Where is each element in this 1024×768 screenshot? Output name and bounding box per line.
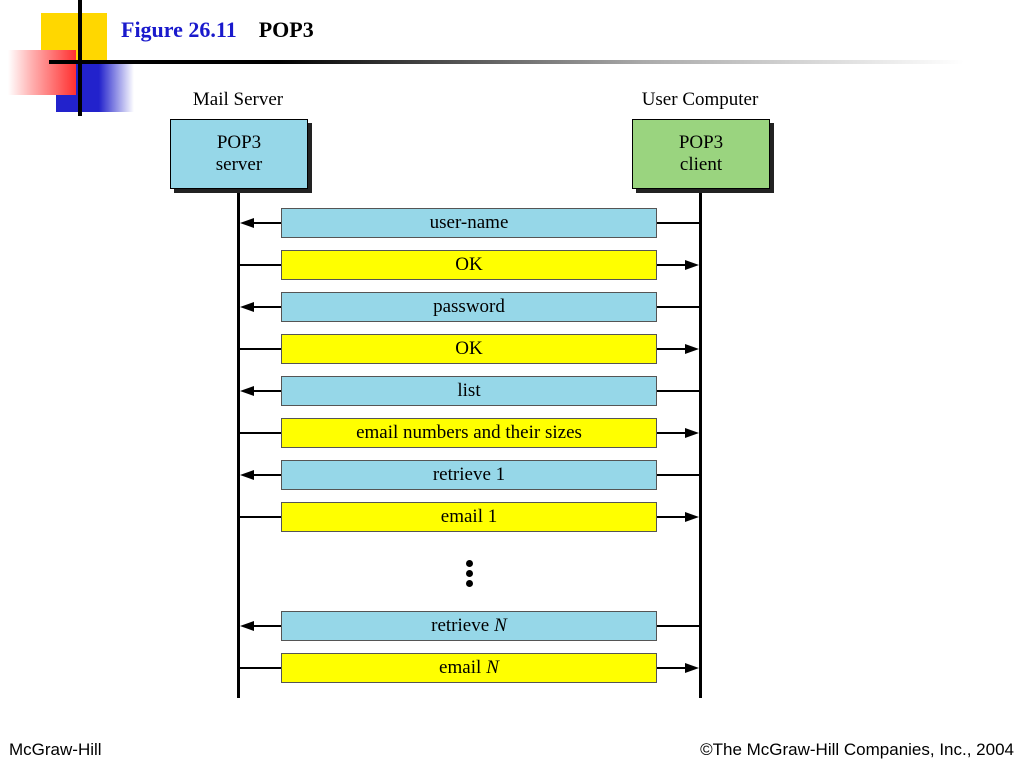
- arrow-left-icon: [240, 470, 254, 480]
- arrow-left-icon: [240, 621, 254, 631]
- connector-line: [254, 474, 281, 476]
- connector-line: [240, 264, 281, 266]
- message-label: OK: [455, 254, 483, 275]
- connector-line: [657, 474, 699, 476]
- message-label: email: [439, 657, 482, 678]
- message-label-variable: N: [494, 615, 507, 636]
- message-label: user-name: [429, 212, 509, 233]
- connector-line: [254, 390, 281, 392]
- decor-vertical-line: [78, 0, 82, 116]
- connector-line: [657, 432, 685, 434]
- message-label: OK: [455, 338, 483, 359]
- arrow-right-icon: [685, 663, 699, 673]
- decor-red-square: [8, 50, 76, 95]
- connector-line: [657, 516, 685, 518]
- slide-title: Figure 26.11 POP3: [121, 17, 314, 43]
- ellipsis-dot: [466, 580, 473, 587]
- connector-line: [240, 667, 281, 669]
- arrow-left-icon: [240, 386, 254, 396]
- connector-line: [254, 222, 281, 224]
- pop3-server-box: POP3 server: [170, 119, 308, 189]
- connector-line: [254, 306, 281, 308]
- server-lifeline: [237, 193, 240, 698]
- message-box: password: [281, 292, 657, 322]
- message-box: user-name: [281, 208, 657, 238]
- arrow-right-icon: [685, 512, 699, 522]
- message-label: list: [457, 380, 481, 401]
- arrow-right-icon: [685, 344, 699, 354]
- message-label: retrieve: [431, 615, 490, 636]
- connector-line: [657, 667, 685, 669]
- message-box: retrieve 1: [281, 460, 657, 490]
- footer-publisher: McGraw-Hill: [9, 740, 102, 759]
- message-box: list: [281, 376, 657, 406]
- client-box-line1: POP3: [678, 132, 724, 153]
- arrow-right-icon: [685, 428, 699, 438]
- connector-line: [240, 516, 281, 518]
- message-label: email 1: [440, 506, 498, 527]
- message-box: email numbers and their sizes: [281, 418, 657, 448]
- ellipsis-dot: [466, 570, 473, 577]
- connector-line: [657, 306, 699, 308]
- client-box-line2: client: [679, 154, 723, 175]
- user-computer-caption: User Computer: [641, 89, 759, 110]
- arrow-left-icon: [240, 218, 254, 228]
- message-label: email numbers and their sizes: [356, 422, 582, 443]
- connector-line: [657, 390, 699, 392]
- client-lifeline: [699, 193, 702, 698]
- arrow-right-icon: [685, 260, 699, 270]
- message-label-variable: N: [486, 657, 499, 678]
- connector-line: [657, 264, 685, 266]
- footer-copyright: ©The McGraw-Hill Companies, Inc., 2004: [700, 740, 1014, 759]
- figure-title: POP3: [258, 17, 314, 42]
- connector-line: [657, 222, 699, 224]
- server-box-line2: server: [215, 154, 263, 175]
- connector-line: [240, 348, 281, 350]
- connector-line: [240, 432, 281, 434]
- arrow-left-icon: [240, 302, 254, 312]
- message-box: OK: [281, 334, 657, 364]
- connector-line: [657, 625, 699, 627]
- pop3-client-box: POP3 client: [632, 119, 770, 189]
- server-box-line1: POP3: [216, 132, 262, 153]
- mail-server-caption: Mail Server: [192, 89, 284, 110]
- decor-horizontal-line: [49, 60, 964, 64]
- connector-line: [254, 625, 281, 627]
- ellipsis-dot: [466, 560, 473, 567]
- figure-number: Figure 26.11: [121, 17, 237, 42]
- message-box: OK: [281, 250, 657, 280]
- connector-line: [657, 348, 685, 350]
- message-label: password: [433, 296, 505, 317]
- message-box: email 1: [281, 502, 657, 532]
- message-label: retrieve 1: [432, 464, 506, 485]
